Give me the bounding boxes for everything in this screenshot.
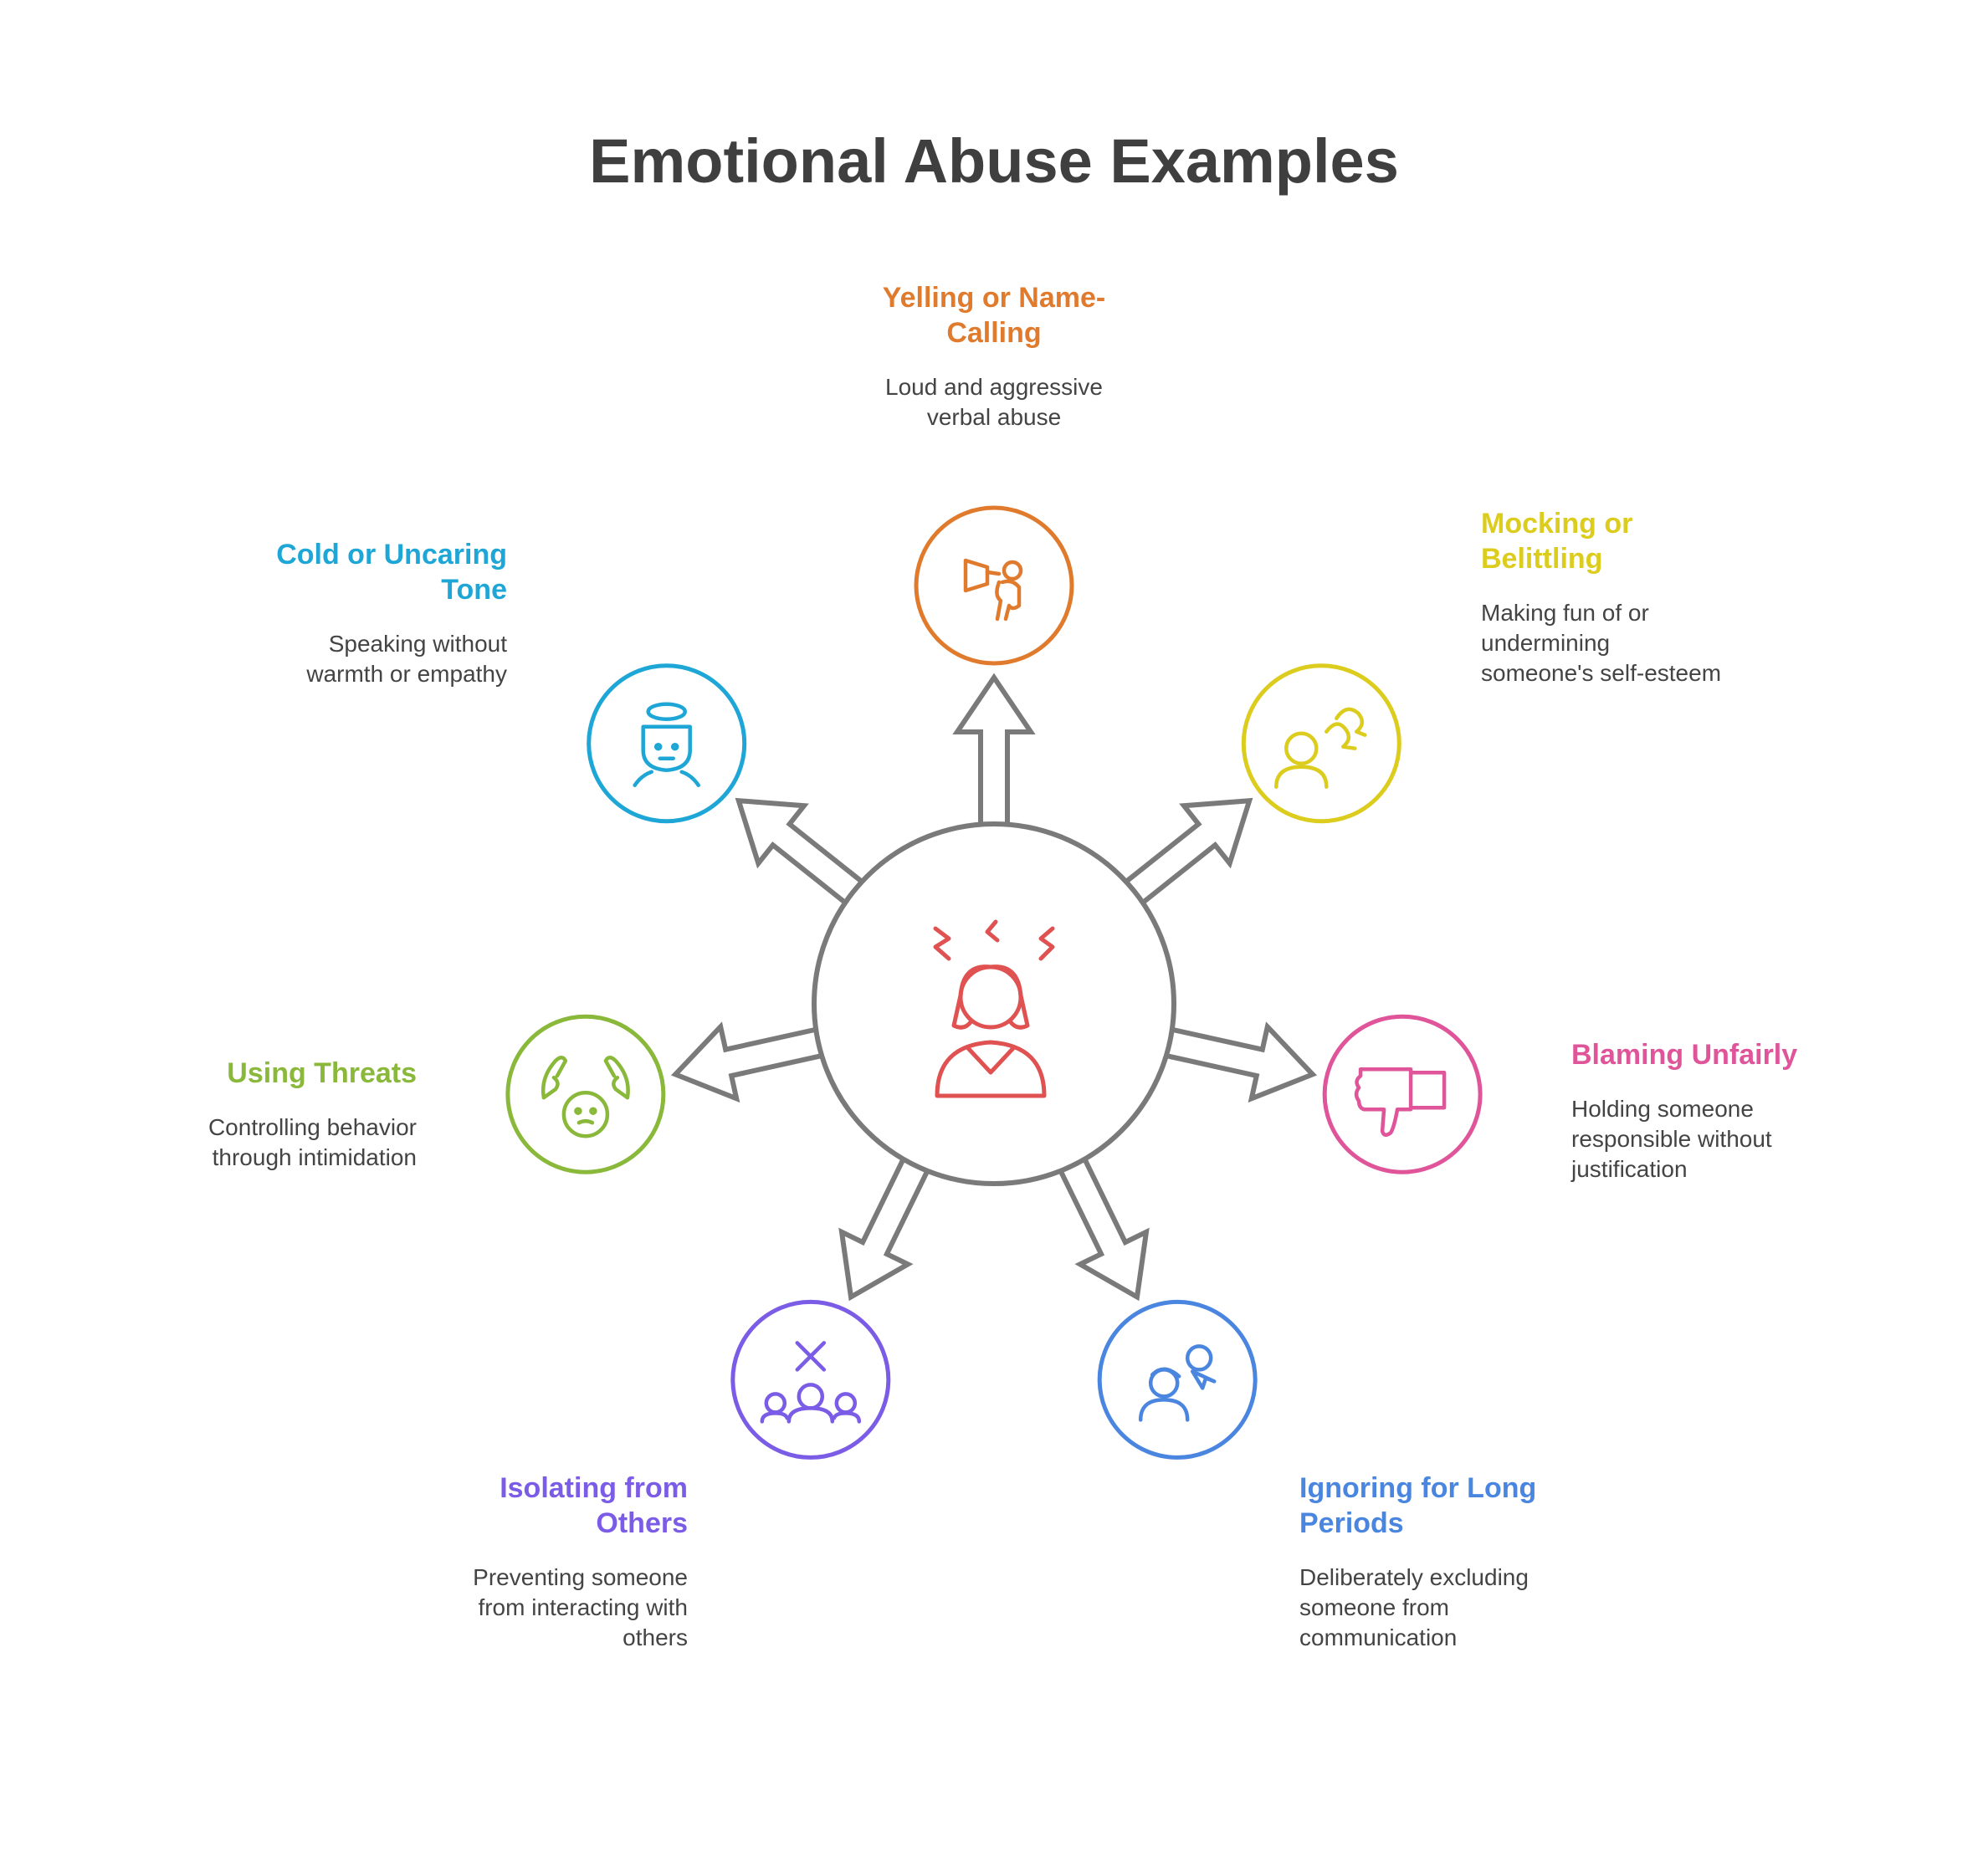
arrow-yelling bbox=[952, 673, 1036, 827]
item-description: Deliberately excluding someone from comm… bbox=[1299, 1564, 1529, 1650]
arrow-threats bbox=[670, 1021, 826, 1103]
node-isolating bbox=[730, 1299, 891, 1460]
item-isolating: Isolating from Others Preventing someone… bbox=[412, 1471, 688, 1653]
mocking-person-icon bbox=[1274, 707, 1367, 789]
node-circle bbox=[1322, 1014, 1483, 1174]
node-blaming bbox=[1322, 1014, 1483, 1174]
isolated-group-icon bbox=[760, 1341, 862, 1424]
item-ignoring: Ignoring for Long Periods Deliberately e… bbox=[1299, 1471, 1576, 1653]
item-description: Controlling behavior through intimidatio… bbox=[208, 1114, 417, 1170]
item-title: Isolating from Others bbox=[500, 1472, 688, 1539]
arrow-blaming bbox=[1162, 1021, 1318, 1103]
megaphone-person-icon bbox=[963, 558, 1023, 622]
item-threats: Using Threats Controlling behavior throu… bbox=[141, 1056, 417, 1173]
item-description: Making fun of or undermining someone's s… bbox=[1481, 600, 1722, 686]
angry-person-icon bbox=[933, 919, 1055, 1098]
thumbs-down-icon bbox=[1354, 1067, 1447, 1137]
node-ignoring bbox=[1097, 1299, 1258, 1460]
cold-face-icon bbox=[633, 702, 700, 787]
node-cold bbox=[587, 663, 747, 824]
ignoring-people-icon bbox=[1138, 1344, 1217, 1422]
item-title: Mocking or Belittling bbox=[1481, 508, 1633, 575]
item-blaming: Blaming Unfairly Holding someone respons… bbox=[1571, 1037, 1847, 1184]
arrow-cold bbox=[735, 797, 866, 907]
item-title: Blaming Unfairly bbox=[1571, 1039, 1798, 1071]
node-circle bbox=[914, 505, 1074, 666]
item-description: Holding someone responsible without just… bbox=[1571, 1096, 1772, 1182]
node-mocking bbox=[1241, 663, 1401, 824]
item-title: Using Threats bbox=[227, 1057, 417, 1089]
arrow-isolating bbox=[838, 1155, 931, 1302]
arrow-mocking bbox=[1122, 797, 1253, 907]
item-mocking: Mocking or Belittling Making fun of or u… bbox=[1481, 506, 1782, 688]
node-circle bbox=[1241, 663, 1401, 824]
arrow-ignoring bbox=[1057, 1155, 1150, 1302]
item-cold: Cold or Uncaring Tone Speaking without w… bbox=[231, 537, 507, 689]
item-description: Speaking without warmth or empathy bbox=[306, 631, 507, 687]
item-title: Cold or Uncaring Tone bbox=[276, 539, 507, 606]
hub-circle bbox=[812, 821, 1176, 1186]
item-description: Preventing someone from interacting with… bbox=[473, 1564, 688, 1650]
node-threats bbox=[505, 1014, 666, 1174]
item-title: Ignoring for Long Periods bbox=[1299, 1472, 1537, 1539]
item-yelling: Yelling or Name- Calling Loud and aggres… bbox=[856, 280, 1132, 432]
hub-with-arrows bbox=[670, 673, 1318, 1302]
node-yelling bbox=[914, 505, 1074, 666]
page-title: Emotional Abuse Examples bbox=[589, 126, 1399, 196]
threatening-hands-icon bbox=[541, 1055, 630, 1138]
node-circle bbox=[730, 1299, 891, 1460]
item-description: Loud and aggressive verbal abuse bbox=[885, 374, 1103, 430]
item-title: Yelling or Name- Calling bbox=[882, 282, 1106, 349]
node-circle bbox=[587, 663, 747, 824]
